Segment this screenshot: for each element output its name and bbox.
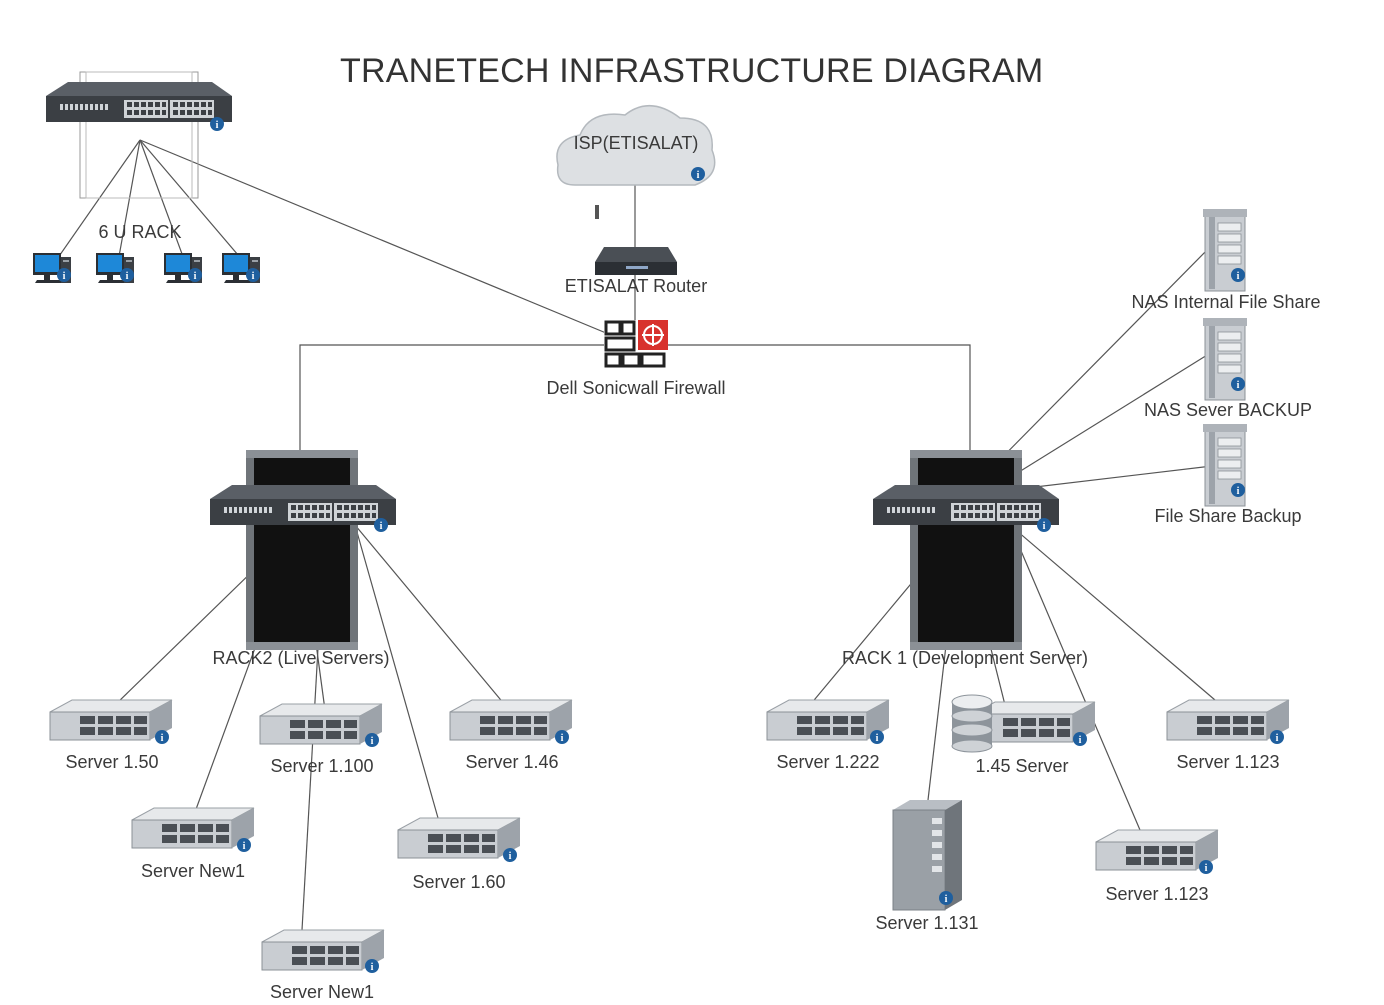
server-1-131-icon[interactable] xyxy=(892,800,962,911)
fileshare-backup-label: File Share Backup xyxy=(1154,506,1302,526)
rack2-label: RACK2 (Live Servers) xyxy=(212,648,390,668)
firewall-label: Dell Sonicwall Firewall xyxy=(546,378,726,398)
nas-internal-label: NAS Internal File Share xyxy=(1131,292,1321,312)
six-u-rack-icon[interactable] xyxy=(46,71,232,199)
server-1-45-icon[interactable] xyxy=(951,694,1096,753)
server-1-123-a-icon[interactable] xyxy=(1166,699,1290,744)
workstation-1-icon[interactable] xyxy=(33,253,71,283)
router-icon[interactable] xyxy=(595,247,677,275)
server-new1-a-icon[interactable] xyxy=(131,807,255,852)
rack1-icon[interactable] xyxy=(873,450,1059,650)
rack2-icon[interactable] xyxy=(210,450,396,650)
server-1-100-label: Server 1.100 xyxy=(270,756,374,776)
server-1-222-icon[interactable] xyxy=(766,699,890,744)
rack6u-label: 6 U RACK xyxy=(98,222,182,242)
workstation-3-icon[interactable] xyxy=(164,253,202,283)
server-1-100-icon[interactable] xyxy=(259,703,383,747)
server-1-222-label: Server 1.222 xyxy=(776,752,880,772)
server-1-60-label: Server 1.60 xyxy=(412,872,506,892)
nas-backup-label: NAS Sever BACKUP xyxy=(1143,400,1313,420)
server-1-46-icon[interactable] xyxy=(449,699,573,744)
diagram-title: TRANETECH INFRASTRUCTURE DIAGRAM xyxy=(340,52,1044,90)
isp-label: ISP(ETISALAT) xyxy=(573,133,699,153)
server-1-50-icon[interactable] xyxy=(49,699,173,744)
server-1-123-b-icon[interactable] xyxy=(1095,829,1219,874)
workstation-4-icon[interactable] xyxy=(222,253,260,283)
rack1-label: RACK 1 (Development Server) xyxy=(841,648,1089,668)
router-label: ETISALAT Router xyxy=(564,276,708,296)
server-1-123-b-label: Server 1.123 xyxy=(1105,884,1209,904)
nas-internal-icon[interactable] xyxy=(1202,208,1248,292)
firewall-icon[interactable] xyxy=(604,320,668,370)
nas-backup-icon[interactable] xyxy=(1202,317,1248,401)
server-new1-b-label: Server New1 xyxy=(269,982,375,1002)
database-icon xyxy=(951,694,993,753)
server-1-46-label: Server 1.46 xyxy=(465,752,559,772)
fileshare-backup-icon[interactable] xyxy=(1202,423,1248,507)
workstation-2-icon[interactable] xyxy=(96,253,134,283)
server-1-50-label: Server 1.50 xyxy=(65,752,159,772)
server-new1-a-label: Server New1 xyxy=(140,861,246,881)
cloud-icon[interactable] xyxy=(556,104,716,219)
server-new1-b-icon[interactable] xyxy=(261,929,385,973)
server-1-60-icon[interactable] xyxy=(397,817,521,862)
server-1-131-label: Server 1.131 xyxy=(875,913,979,933)
server-1-45-label: 1.45 Server xyxy=(975,756,1069,776)
server-1-123-a-label: Server 1.123 xyxy=(1176,752,1280,772)
